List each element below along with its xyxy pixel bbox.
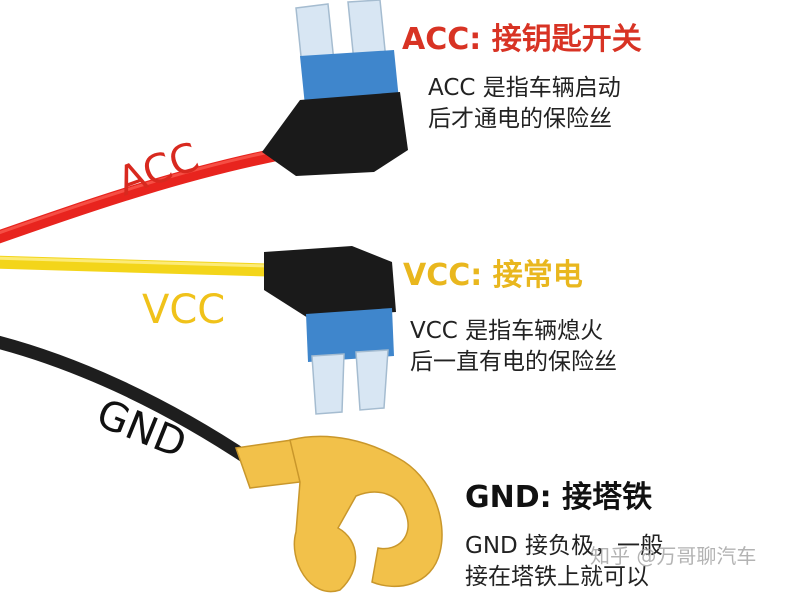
gnd-heading: GND: 接塔铁 — [465, 480, 653, 515]
acc-fuse-tap — [262, 0, 408, 176]
vcc-fuse-cap — [264, 246, 396, 318]
gnd-description: GND 接负极，一般 接在塔铁上就可以 — [465, 531, 663, 593]
vcc-fuse-prong-right — [355, 349, 389, 411]
acc-desc-line-1: ACC 是指车辆启动 — [428, 75, 621, 101]
vcc-fuse-prong-left — [311, 353, 345, 415]
gnd-desc-line-1: GND 接负极，一般 — [465, 533, 664, 559]
acc-heading: ACC: 接钥匙开关 — [402, 22, 642, 57]
vcc-heading: VCC: 接常电 — [403, 258, 583, 293]
gnd-wire — [0, 335, 257, 467]
gnd-terminal-sleeve — [234, 439, 301, 489]
acc-fuse-cap — [262, 92, 408, 176]
vcc-desc-line-1: VCC 是指车辆熄火 — [410, 318, 604, 344]
gnd-ring-terminal — [234, 435, 443, 593]
vcc-fuse-tap — [264, 246, 396, 415]
vcc-wire-label: VCC — [142, 287, 225, 333]
watermark: 知乎 @万哥聊汽车 — [590, 544, 757, 568]
gnd-terminal-fork — [289, 435, 443, 593]
acc-wire — [0, 143, 307, 244]
gnd-desc-line-2: 接在塔铁上就可以 — [465, 564, 649, 590]
acc-wire-label: ACC — [112, 134, 205, 205]
acc-desc-line-2: 后才通电的保险丝 — [428, 106, 612, 132]
vcc-wire — [0, 255, 275, 277]
vcc-wire-highlight — [0, 256, 269, 268]
acc-wire-highlight — [0, 144, 301, 235]
acc-description: ACC 是指车辆启动 后才通电的保险丝 — [428, 73, 621, 135]
vcc-fuse-body — [306, 308, 394, 362]
vcc-desc-line-2: 后一直有电的保险丝 — [410, 349, 617, 375]
vcc-description: VCC 是指车辆熄火 后一直有电的保险丝 — [410, 316, 617, 378]
